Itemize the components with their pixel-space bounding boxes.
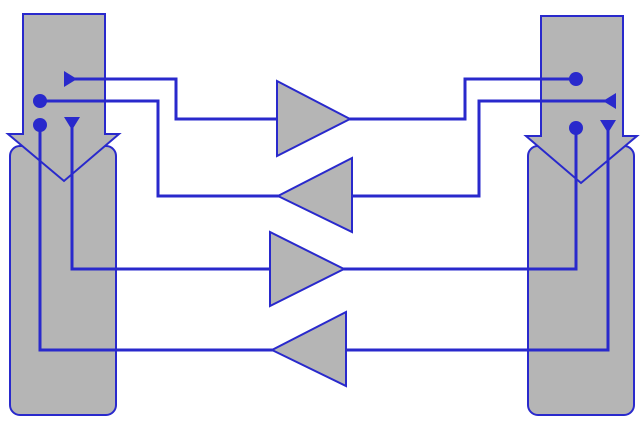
buffer-2-leftward xyxy=(275,156,353,234)
left-output-triangle-down-icon xyxy=(64,117,80,130)
wire-4 xyxy=(38,125,610,352)
buffer-4-leftward xyxy=(269,310,347,388)
left-input-dot-icon xyxy=(33,118,47,132)
left-terminals xyxy=(33,71,80,132)
right-output-triangle-down-icon xyxy=(600,120,616,133)
left-output-triangle-icon xyxy=(64,71,77,87)
left-input-dot-icon xyxy=(33,94,47,108)
right-terminals xyxy=(569,72,616,135)
right-output-triangle-left-icon xyxy=(603,93,616,109)
buffer-1-rightward xyxy=(276,79,353,158)
buffers xyxy=(269,79,353,388)
left-device xyxy=(5,13,122,416)
left-device-upper-arrow xyxy=(5,13,122,183)
left-device-lower-body xyxy=(9,145,117,416)
right-input-dot-icon xyxy=(569,121,583,135)
right-device-lower-body xyxy=(527,145,635,416)
buffer-3-rightward xyxy=(269,230,347,308)
right-input-dot-icon xyxy=(569,72,583,86)
